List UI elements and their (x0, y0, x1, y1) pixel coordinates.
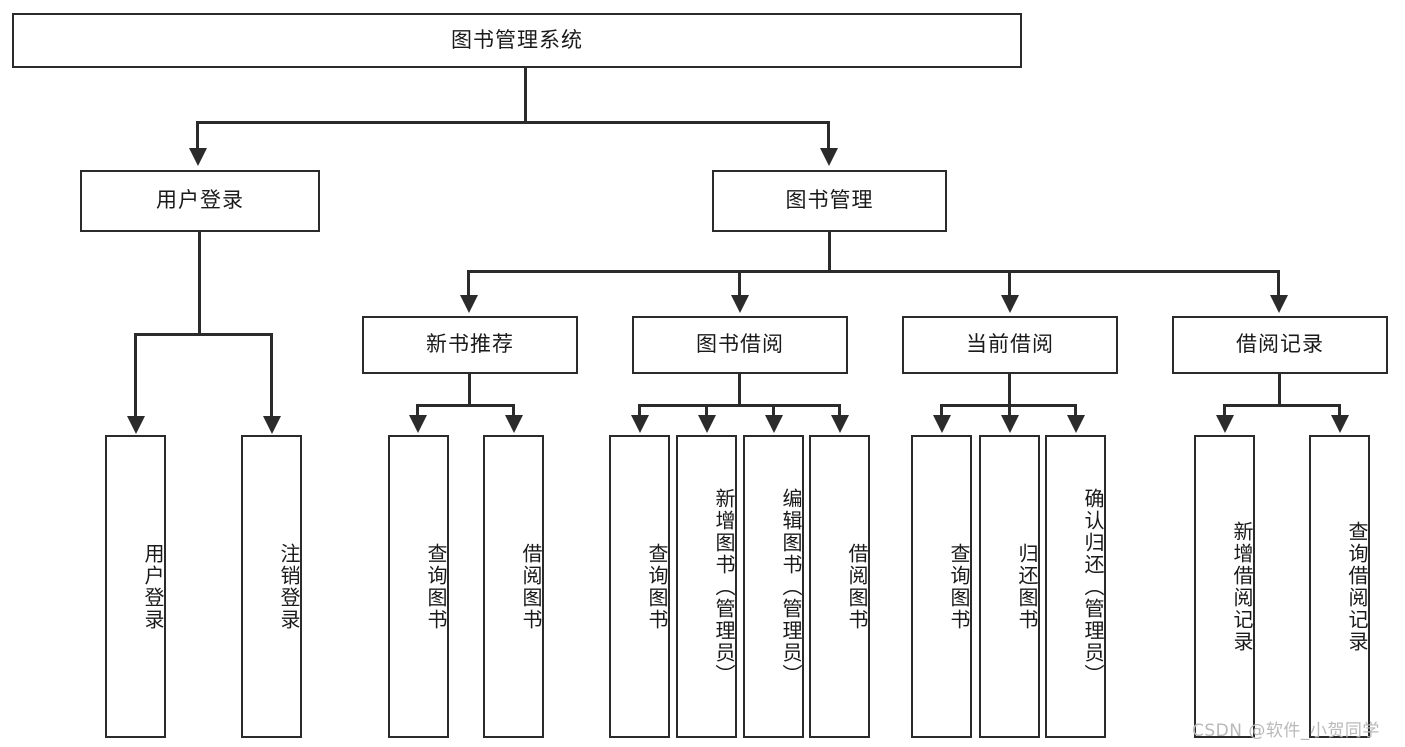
node-user-login[interactable]: 用户登录 (80, 170, 320, 232)
node-label: 借阅图书 (845, 542, 869, 631)
connector-cb-to-leaf1 (940, 404, 943, 418)
node-leaf-query-book-3[interactable]: 查询图书 (911, 435, 972, 738)
node-current-borrow[interactable]: 当前借阅 (902, 316, 1118, 374)
node-label: 借阅记录 (1236, 332, 1324, 357)
connector-new-book-stem (468, 374, 471, 406)
arrow-bb-to-leaf2 (698, 415, 716, 433)
node-label: 注销登录 (277, 542, 301, 631)
arrow-user-login-to-leaf2 (263, 416, 281, 434)
connector-new-book-to-leaf1 (416, 404, 419, 418)
node-new-book-recommend[interactable]: 新书推荐 (362, 316, 578, 374)
connector-borrow-record-bar (1223, 404, 1341, 407)
node-leaf-query-book-2[interactable]: 查询图书 (609, 435, 670, 738)
arrow-new-book-to-leaf1 (409, 415, 427, 433)
connector-user-login-bar (134, 333, 273, 336)
connector-user-login-to-leaf1 (134, 333, 137, 419)
arrow-cb-to-leaf3 (1067, 415, 1085, 433)
arrow-bm-to-borrow-record (1270, 295, 1288, 313)
node-label: 查询图书 (424, 542, 448, 631)
connector-user-login-stem (198, 232, 201, 335)
arrow-cb-to-leaf2 (1001, 415, 1019, 433)
node-label: 新书推荐 (426, 332, 514, 357)
node-leaf-logout-login[interactable]: 注销登录 (241, 435, 302, 738)
arrow-bb-to-leaf3 (765, 415, 783, 433)
connector-bm-to-current-borrow (1008, 270, 1011, 298)
connector-bm-to-new-book (467, 270, 470, 298)
connector-br-to-leaf2 (1338, 404, 1341, 418)
node-label: 图书管理 (785, 188, 874, 213)
node-label: 用户登录 (141, 542, 165, 631)
node-borrow-record[interactable]: 借阅记录 (1172, 316, 1388, 374)
node-label: 编辑图书（管理员） (779, 487, 803, 686)
node-leaf-query-record[interactable]: 查询借阅记录 (1309, 435, 1370, 738)
connector-cb-to-leaf3 (1074, 404, 1077, 418)
connector-book-management-bar (467, 270, 1279, 273)
arrow-br-to-leaf2 (1331, 415, 1349, 433)
node-label: 图书管理系统 (451, 27, 583, 52)
node-label: 确认归还（管理员） (1081, 487, 1105, 686)
connector-book-borrow-bar (638, 404, 841, 407)
node-leaf-borrow-book-1[interactable]: 借阅图书 (483, 435, 544, 738)
node-root-book-management-system[interactable]: 图书管理系统 (12, 13, 1022, 68)
arrow-new-book-to-leaf2 (505, 415, 523, 433)
node-label: 图书借阅 (696, 332, 784, 357)
arrow-root-to-book-management (820, 148, 838, 166)
node-leaf-add-record[interactable]: 新增借阅记录 (1194, 435, 1255, 738)
arrow-cb-to-leaf1 (933, 415, 951, 433)
connector-root-bar (196, 121, 830, 124)
node-leaf-query-book-1[interactable]: 查询图书 (388, 435, 449, 738)
node-leaf-user-login[interactable]: 用户登录 (105, 435, 166, 738)
node-label: 查询图书 (645, 542, 669, 631)
node-label: 借阅图书 (519, 542, 543, 631)
connector-bb-to-leaf2 (705, 404, 708, 418)
connector-user-login-to-leaf2 (270, 333, 273, 419)
connector-current-borrow-stem (1008, 374, 1011, 406)
node-label: 归还图书 (1015, 542, 1039, 631)
connector-book-management-stem (828, 232, 831, 272)
connector-root-stem (524, 68, 527, 121)
node-leaf-borrow-book-2[interactable]: 借阅图书 (809, 435, 870, 738)
connector-bb-to-leaf3 (772, 404, 775, 418)
node-label: 查询图书 (947, 542, 971, 631)
node-label: 新增图书（管理员） (712, 487, 736, 686)
node-leaf-edit-book[interactable]: 编辑图书（管理员） (743, 435, 804, 738)
node-leaf-add-book[interactable]: 新增图书（管理员） (676, 435, 737, 738)
connector-root-to-book-management (827, 121, 830, 151)
node-label: 查询借阅记录 (1345, 520, 1369, 653)
connector-br-to-leaf1 (1223, 404, 1226, 418)
connector-bb-to-leaf4 (838, 404, 841, 418)
node-book-borrow[interactable]: 图书借阅 (632, 316, 848, 374)
csdn-watermark: CSDN @软件_小贺同学 (1192, 721, 1380, 741)
node-book-management[interactable]: 图书管理 (712, 170, 947, 232)
node-leaf-confirm-return[interactable]: 确认归还（管理员） (1045, 435, 1106, 738)
connector-borrow-record-stem (1278, 374, 1281, 406)
node-label: 新增借阅记录 (1230, 520, 1254, 653)
connector-bb-to-leaf1 (638, 404, 641, 418)
node-label: 用户登录 (156, 188, 244, 213)
arrow-bm-to-current-borrow (1001, 295, 1019, 313)
node-label: 当前借阅 (966, 332, 1054, 357)
connector-root-to-user-login (196, 121, 199, 151)
connector-book-borrow-stem (738, 374, 741, 406)
arrow-bm-to-new-book (460, 295, 478, 313)
connector-bm-to-borrow-record (1277, 270, 1280, 298)
arrow-bb-to-leaf4 (831, 415, 849, 433)
arrow-bb-to-leaf1 (631, 415, 649, 433)
arrow-root-to-user-login (189, 148, 207, 166)
arrow-br-to-leaf1 (1216, 415, 1234, 433)
node-leaf-return-book[interactable]: 归还图书 (979, 435, 1040, 738)
arrow-user-login-to-leaf1 (127, 416, 145, 434)
arrow-bm-to-book-borrow (731, 295, 749, 313)
connector-cb-to-leaf2 (1008, 404, 1011, 418)
connector-bm-to-book-borrow (738, 270, 741, 298)
connector-new-book-to-leaf2 (512, 404, 515, 418)
connector-new-book-bar (416, 404, 515, 407)
